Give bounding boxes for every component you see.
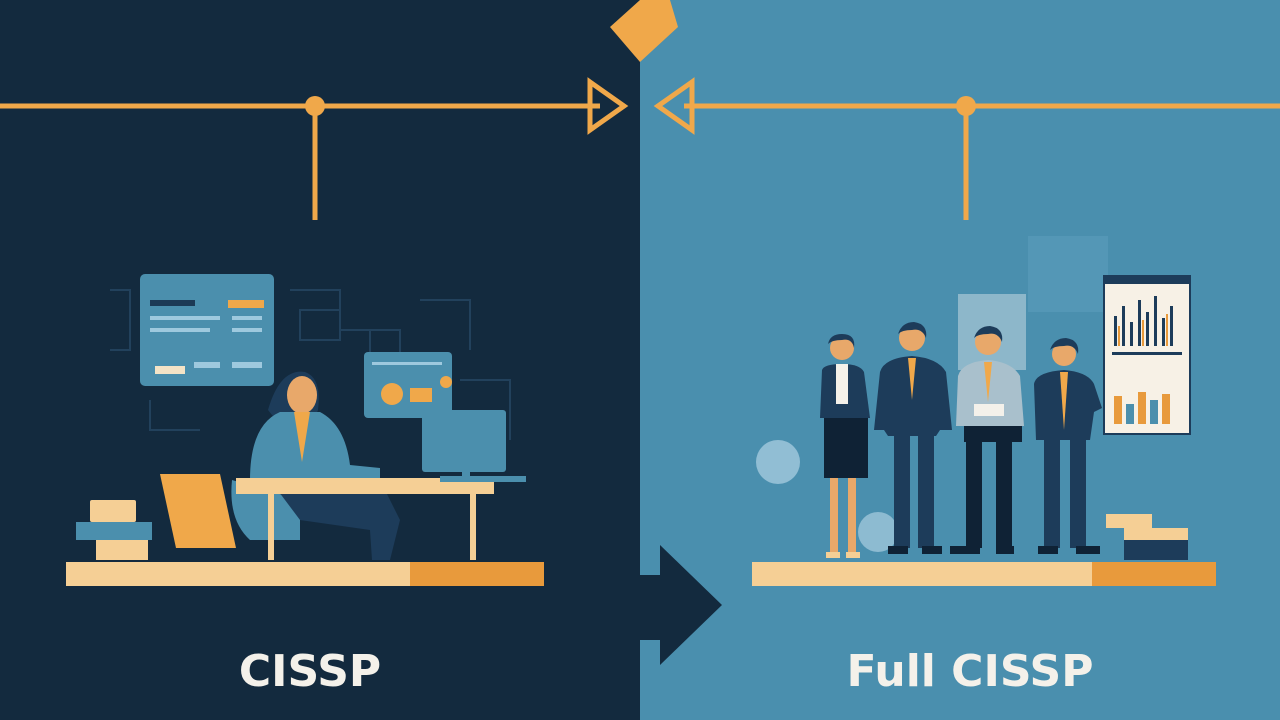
floating-widget	[364, 352, 452, 418]
left-panel: CISSP	[0, 0, 640, 697]
floor-platform	[66, 562, 544, 586]
book-stack	[76, 500, 152, 560]
office-desk	[236, 476, 526, 560]
diamond-right-half	[640, 0, 678, 62]
floor-platform	[752, 562, 1216, 586]
left-illustration	[0, 0, 640, 586]
circuit-lines	[110, 289, 511, 440]
box-stack	[1106, 514, 1188, 560]
timeline-arrow-icon	[0, 77, 629, 220]
team-member-2	[874, 322, 952, 554]
right-illustration	[640, 0, 1280, 720]
seated-person	[250, 371, 400, 560]
floating-screen	[140, 274, 274, 386]
diamond-left-half	[610, 0, 640, 62]
team-member-3	[950, 326, 1024, 554]
paper-stack	[160, 474, 236, 548]
team-member-4	[1034, 338, 1102, 554]
team-member-1	[820, 334, 870, 558]
chart-board-icon	[1103, 275, 1191, 435]
timeline-arrow-icon	[653, 77, 1280, 220]
right-label: Full CISSP	[846, 646, 1094, 697]
right-panel: Full CISSP	[640, 0, 1280, 720]
left-label: CISSP	[238, 646, 382, 697]
